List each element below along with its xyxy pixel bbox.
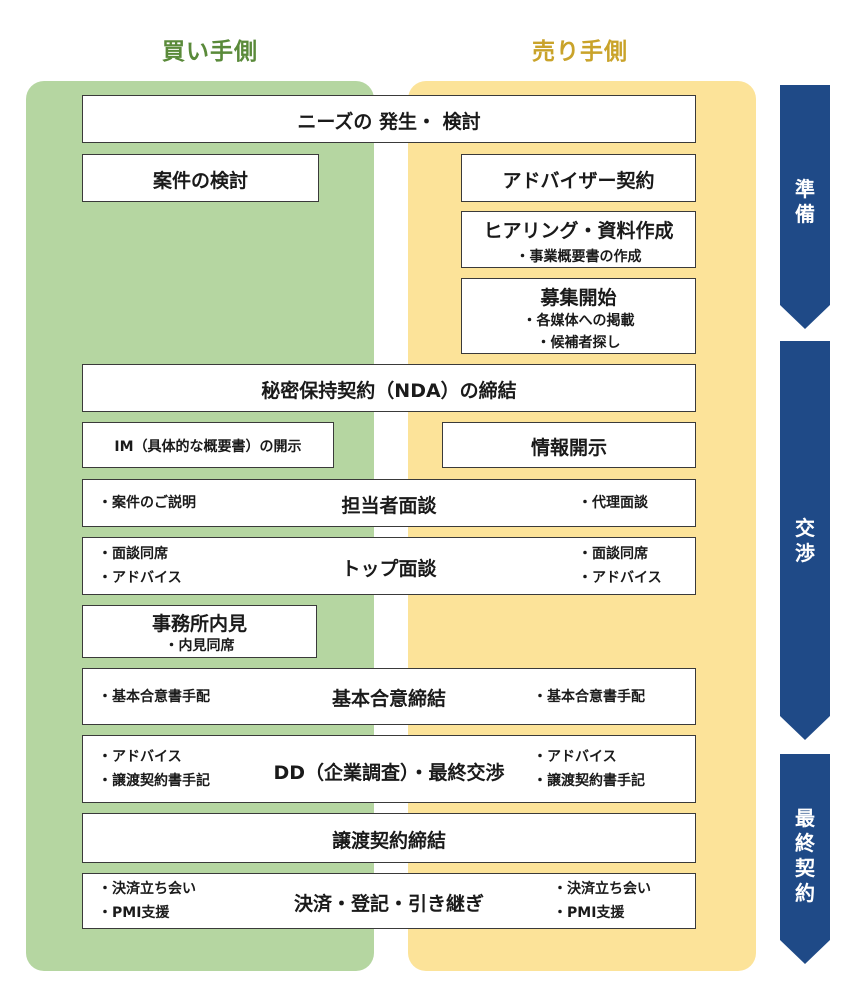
top-interview-left-note: ・アドバイス (98, 570, 182, 586)
step-top-interview-title: トップ面談 (341, 558, 437, 580)
step-info-disclosure-title: 情報開示 (530, 437, 607, 459)
phase-final-contract-arrow (780, 754, 830, 964)
phase-preparation-arrow (780, 85, 830, 329)
top-interview-right-note: ・アドバイス (578, 570, 662, 586)
step-settlement: ・決済立ち会い ・PMI支援 決済・登記・引き継ぎ ・決済立ち会い ・PMI支援 (82, 873, 696, 929)
step-im: IM（具体的な概要書）の開示 (82, 422, 334, 468)
staff-interview-right-note: ・代理面談 (578, 495, 648, 511)
staff-interview-left-note: ・案件のご説明 (98, 495, 196, 511)
step-transfer-contract-title: 譲渡契約締結 (331, 830, 446, 852)
step-case-review: 案件の検討 (82, 154, 319, 202)
settlement-right-note: ・決済立ち会い (553, 881, 651, 897)
step-office-visit-title: 事務所内見 (151, 613, 247, 635)
dd-left-note: ・譲渡契約書手記 (98, 773, 210, 789)
step-nda-title: 秘密保持契約（NDA）の締結 (261, 380, 517, 402)
step-staff-interview: ・案件のご説明 担当者面談 ・代理面談 (82, 479, 696, 527)
phase-preparation-label: 準 備 (795, 177, 815, 226)
top-interview-right-note: ・面談同席 (578, 546, 648, 562)
dd-left-note: ・アドバイス (98, 749, 182, 765)
step-advisor-contract: アドバイザー契約 (461, 154, 696, 202)
settlement-left-note: ・決済立ち会い (98, 881, 196, 897)
basic-agreement-right-note: ・基本合意書手配 (533, 689, 645, 705)
step-office-visit-note: ・内見同席 (164, 638, 235, 654)
step-recruit: 募集開始 ・各媒体への掲載 ・候補者探し (461, 278, 696, 354)
step-recruit-title: 募集開始 (540, 287, 617, 309)
settlement-right-note: ・PMI支援 (553, 905, 625, 921)
phase-negotiation-arrow (780, 341, 830, 740)
dd-right-note: ・譲渡契約書手記 (533, 773, 645, 789)
step-needs: ニーズの 発生・ 検討 (82, 95, 696, 143)
step-basic-agreement: ・基本合意書手配 基本合意締結 ・基本合意書手配 (82, 668, 696, 725)
dd-right-note: ・アドバイス (533, 749, 617, 765)
step-office-visit: 事務所内見 ・内見同席 (82, 605, 317, 658)
step-recruit-note: ・候補者探し (536, 335, 621, 351)
phase-final-contract: 最 終 契 約 (780, 754, 830, 964)
step-settlement-title: 決済・登記・引き継ぎ (293, 893, 484, 915)
step-im-title: IM（具体的な概要書）の開示 (114, 439, 302, 455)
step-advisor-contract-title: アドバイザー契約 (502, 170, 655, 192)
settlement-left-note: ・PMI支援 (98, 905, 170, 921)
phase-negotiation-label: 交 渉 (795, 516, 815, 565)
step-case-review-title: 案件の検討 (152, 170, 248, 192)
step-hearing-title: ヒアリング・資料作成 (483, 220, 674, 242)
step-basic-agreement-title: 基本合意締結 (331, 688, 446, 710)
phase-negotiation: 交 渉 (780, 341, 830, 740)
buyer-side-title: 買い手側 (162, 39, 258, 65)
top-interview-left-note: ・面談同席 (98, 546, 168, 562)
seller-side-title: 売り手側 (532, 39, 628, 65)
step-dd: ・アドバイス ・譲渡契約書手記 DD（企業調査）・最終交渉 ・アドバイス ・譲渡… (82, 735, 696, 803)
step-info-disclosure: 情報開示 (442, 422, 696, 468)
step-hearing-note: ・事業概要書の作成 (515, 249, 642, 265)
step-needs-title: ニーズの 発生・ 検討 (297, 111, 481, 133)
step-transfer-contract: 譲渡契約締結 (82, 813, 696, 863)
step-hearing: ヒアリング・資料作成 ・事業概要書の作成 (461, 211, 696, 268)
basic-agreement-left-note: ・基本合意書手配 (98, 689, 210, 705)
step-recruit-note: ・各媒体への掲載 (522, 313, 635, 329)
step-staff-interview-title: 担当者面談 (341, 495, 437, 517)
phase-preparation: 準 備 (780, 85, 830, 329)
step-dd-title: DD（企業調査）・最終交渉 (273, 762, 505, 784)
phase-final-contract-label: 最 終 契 約 (795, 806, 815, 905)
step-nda: 秘密保持契約（NDA）の締結 (82, 364, 696, 412)
step-top-interview: ・面談同席 ・アドバイス トップ面談 ・面談同席 ・アドバイス (82, 537, 696, 595)
